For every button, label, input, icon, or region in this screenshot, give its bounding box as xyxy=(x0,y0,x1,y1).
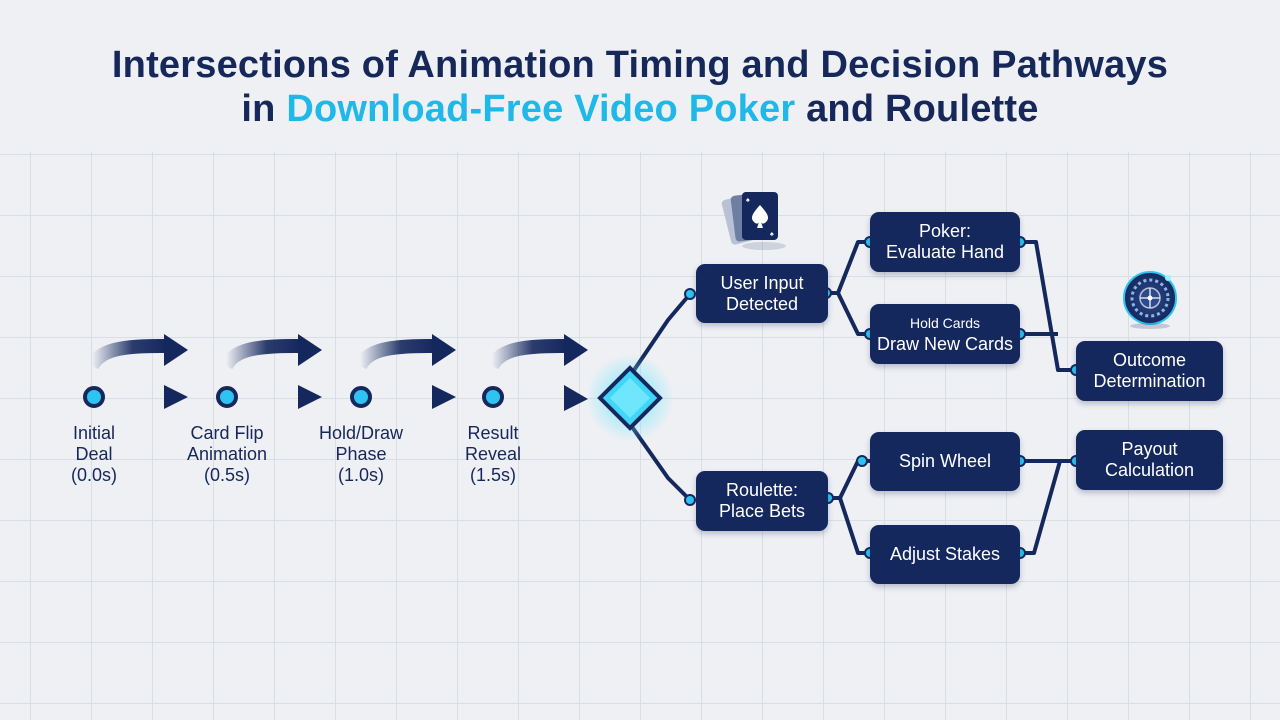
timeline-marker-2 xyxy=(216,386,238,408)
timeline-label-result-reveal: Result Reveal (1.5s) xyxy=(438,423,548,486)
node-text: User Input xyxy=(720,272,804,293)
title-line-1: Intersections of Animation Timing and De… xyxy=(111,44,1169,86)
node-text: Calculation xyxy=(1104,460,1195,480)
node-text: Spin Wheel xyxy=(898,451,992,471)
node-text: Roulette: xyxy=(725,480,799,500)
timeline-arrow-3 xyxy=(353,334,456,409)
node-text: Evaluate Hand xyxy=(885,242,1005,262)
node-text: Draw New Cards xyxy=(876,334,1014,354)
timeline-marker-1 xyxy=(83,386,105,408)
node-adjust-stakes: Adjust Stakes xyxy=(870,525,1020,584)
timeline-label-time: (1.5s) xyxy=(469,465,516,485)
svg-text:♠: ♠ xyxy=(746,197,750,204)
svg-text:♠: ♠ xyxy=(770,231,774,238)
timeline-label-time: (0.5s) xyxy=(203,465,250,485)
timeline-marker-3 xyxy=(350,386,372,408)
timeline-label-hold-draw: Hold/Draw Phase (1.0s) xyxy=(306,423,416,486)
spade-card-icon: ♠ ♠ xyxy=(721,192,786,250)
node-text: Hold Cards xyxy=(909,315,981,331)
timeline-arrow-2 xyxy=(219,334,322,409)
timeline-label-line: Result xyxy=(467,423,519,443)
timeline-arrow-4 xyxy=(485,334,588,411)
node-text: Determination xyxy=(1093,371,1206,391)
timeline-label-line: Deal xyxy=(75,444,113,464)
timeline-label-line: Phase xyxy=(335,444,387,464)
node-text: Outcome xyxy=(1112,350,1187,370)
timeline-label-time: (0.0s) xyxy=(70,465,117,485)
node-roulette-bets: Roulette:Place Bets xyxy=(696,471,828,531)
connector-roulette-spin xyxy=(828,459,872,500)
connector-user-poker xyxy=(826,240,872,295)
connector-diamond-roulette xyxy=(628,422,692,502)
timeline-label-line: Animation xyxy=(186,444,268,464)
title-band: Intersections of Animation Timing and De… xyxy=(0,0,1280,152)
node-text: Poker: xyxy=(918,221,972,241)
timeline-label-line: Reveal xyxy=(464,444,522,464)
node-text: Place Bets xyxy=(718,501,806,521)
timeline-markers xyxy=(83,386,504,408)
connector-roulette-adjust xyxy=(828,496,872,555)
node-text: Adjust Stakes xyxy=(889,544,1001,564)
connector-poker-outcome xyxy=(1020,240,1076,372)
title-line-2: in Download-Free Video Poker and Roulett… xyxy=(0,88,1280,131)
roulette-wheel-icon xyxy=(1120,268,1180,329)
timeline-label-line: Card Flip xyxy=(190,423,264,443)
timeline-label-line: Initial xyxy=(72,423,116,443)
connector-user-hold xyxy=(826,291,872,336)
node-poker-evaluate: Poker:Evaluate Hand xyxy=(870,212,1020,272)
title-highlight: Download-Free Video Poker xyxy=(286,88,796,130)
timeline-label-line: Hold/Draw xyxy=(318,423,404,443)
connector-adjust-payout xyxy=(1020,460,1062,555)
decision-diamond-icon xyxy=(586,354,674,442)
timeline-label-time: (1.0s) xyxy=(337,465,384,485)
timeline-label-card-flip: Card Flip Animation (0.5s) xyxy=(172,423,282,486)
timeline-arrow-1 xyxy=(85,334,188,409)
node-text: Detected xyxy=(725,293,799,314)
node-text: Payout xyxy=(1121,439,1178,459)
timeline-arrows xyxy=(85,334,588,411)
title-suffix: and Roulette xyxy=(795,88,1039,130)
timeline-label-initial-deal: Initial Deal (0.0s) xyxy=(39,423,149,486)
timeline-marker-4 xyxy=(482,386,504,408)
title-prefix: in xyxy=(241,88,287,130)
node-spin-wheel: Spin Wheel xyxy=(870,432,1020,491)
